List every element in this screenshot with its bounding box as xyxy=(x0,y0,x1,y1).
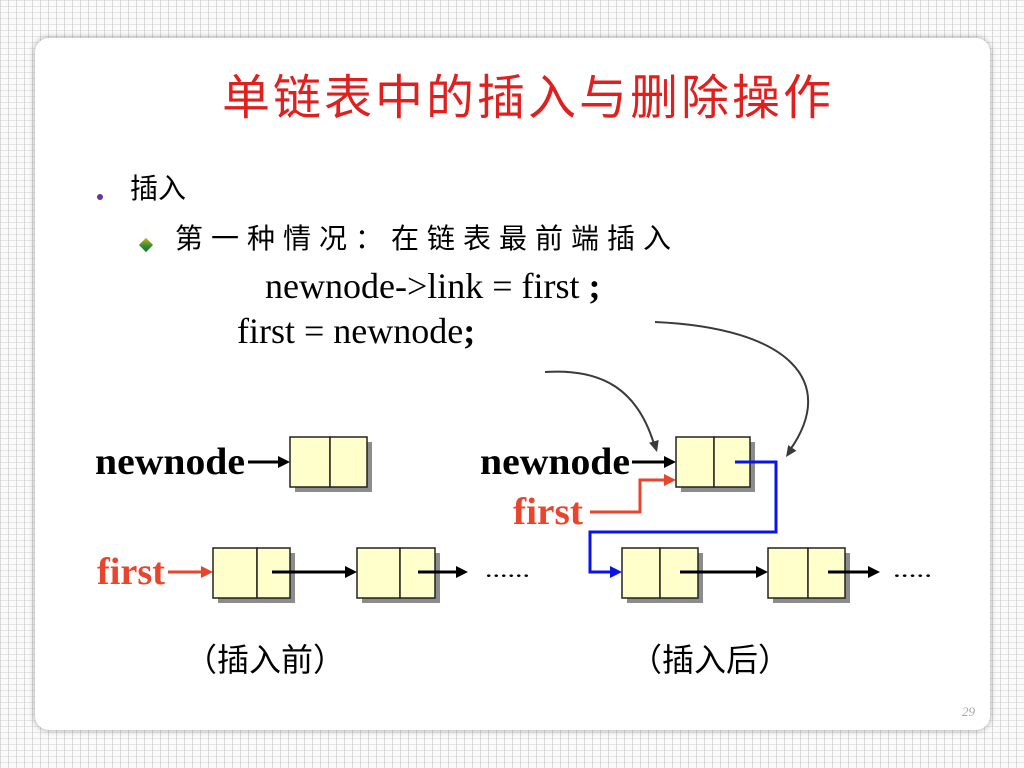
slide-card xyxy=(35,38,990,730)
after-newnode-arrowhead xyxy=(664,456,676,468)
before-link-arrowhead-1 xyxy=(345,566,357,578)
before-first-arrowhead xyxy=(201,566,213,578)
before-link-arrowhead-2 xyxy=(456,566,468,578)
sub-bullet-case-one: 第一种情况：在链表最前端插入 xyxy=(175,222,680,255)
after-ellipsis: ..... xyxy=(893,557,932,582)
before-newnode-label: newnode xyxy=(95,441,245,483)
after-caption: （插入后） xyxy=(630,641,790,679)
node-data-field xyxy=(356,547,401,599)
node-link-field xyxy=(329,436,368,488)
page-number: 29 xyxy=(962,704,975,719)
round-bullet-icon xyxy=(97,194,103,200)
new-link-arrowhead xyxy=(610,566,622,578)
before-ellipsis: ...... xyxy=(485,557,530,582)
after-first-node xyxy=(621,547,703,603)
code-line-1-semicolon: ; xyxy=(588,266,601,306)
before-caption: （插入前） xyxy=(185,641,345,679)
after-insertion-group: newnode first ..... （插入后） xyxy=(480,321,932,679)
new-link-line xyxy=(588,460,778,574)
before-first-label: first xyxy=(97,551,165,593)
slide-title: 单链表中的插入与删除操作 xyxy=(222,70,835,126)
before-first-node xyxy=(212,547,295,603)
callout-curve-first-assign xyxy=(544,370,655,445)
callout-arrowhead-first-assign xyxy=(649,440,659,452)
callout-curve-link-assign xyxy=(654,321,809,451)
node-data-field xyxy=(675,436,715,488)
node-data-field xyxy=(289,436,331,488)
before-newnode-arrowhead xyxy=(278,456,290,468)
after-second-node xyxy=(767,547,850,603)
before-insertion-group: newnode first ...... （插入前） xyxy=(95,436,530,679)
bullet-insert: 插入 xyxy=(130,172,187,205)
after-first-arrowhead xyxy=(664,474,676,486)
node-data-field xyxy=(767,547,809,599)
after-link-arrowhead-1 xyxy=(756,566,768,578)
node-data-field xyxy=(212,547,258,599)
node-data-field xyxy=(621,547,661,599)
before-second-node xyxy=(356,547,440,603)
after-first-label: first xyxy=(513,491,583,533)
code-line-1: newnode->link = first ; xyxy=(265,268,601,304)
code-line-2-semicolon: ; xyxy=(463,311,476,351)
after-link-arrowhead-2 xyxy=(868,566,880,578)
code-line-2: first = newnode; xyxy=(237,313,475,349)
code-line-1-text: newnode->link = first xyxy=(265,266,589,306)
before-new-node xyxy=(289,436,372,492)
after-newnode-label: newnode xyxy=(480,441,630,483)
callout-arrowhead-link-assign xyxy=(786,445,797,457)
after-new-node xyxy=(675,436,755,492)
after-first-pointer-line xyxy=(590,478,666,514)
code-line-2-text: first = newnode xyxy=(237,311,464,351)
